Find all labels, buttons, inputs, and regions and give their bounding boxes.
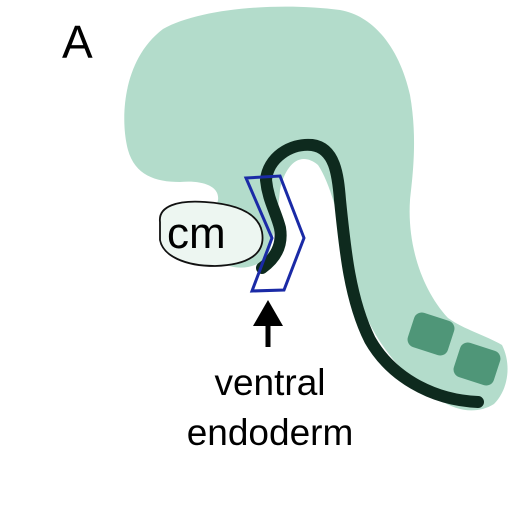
somite	[453, 342, 501, 386]
caption-line1: ventral	[214, 362, 325, 403]
somite	[407, 312, 455, 356]
embryo-body	[124, 6, 508, 411]
endoderm-line	[256, 138, 484, 408]
panel-label: A	[62, 16, 93, 68]
ventral-endoderm-highlight	[243, 174, 306, 293]
caption-line2: endoderm	[187, 412, 354, 453]
cm-label: cm	[167, 209, 226, 258]
pointer-arrow-head	[253, 300, 283, 326]
cardiac-mesoderm	[159, 200, 264, 267]
